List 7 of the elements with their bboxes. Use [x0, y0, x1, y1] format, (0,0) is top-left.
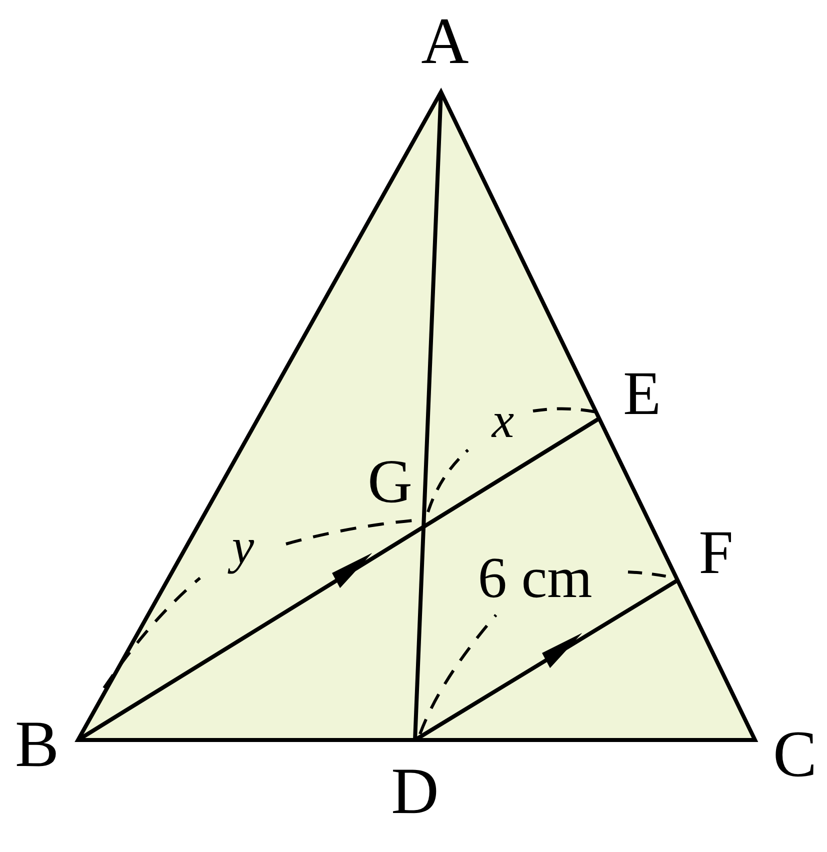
point-label: D	[391, 759, 439, 825]
point-label: E	[623, 363, 661, 425]
point-label: B	[14, 712, 60, 778]
point-label: C	[772, 722, 818, 788]
point-label: A	[421, 9, 469, 75]
point-label: F	[698, 522, 734, 584]
point-label: G	[368, 451, 412, 513]
